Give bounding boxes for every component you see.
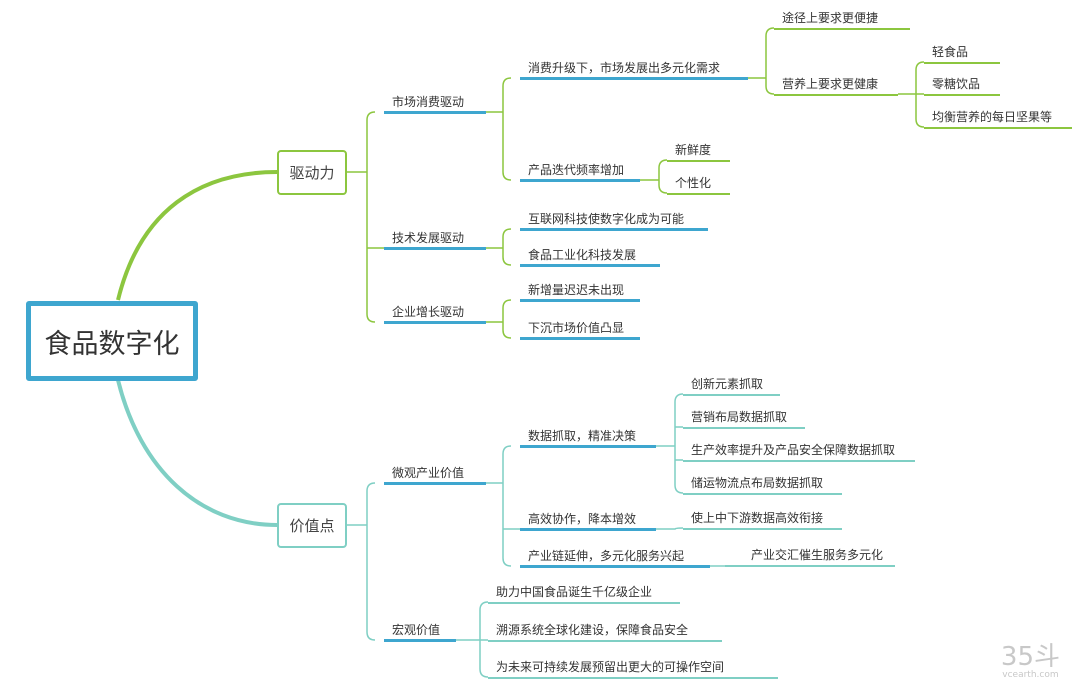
watermark: 35斗 vcearth.com (1001, 644, 1060, 680)
node-tech-drive[interactable]: 技术发展驱动 (384, 230, 486, 250)
node-enterprise-drive[interactable]: 企业增长驱动 (384, 304, 486, 324)
node-logistics-capture[interactable]: 储运物流点布局数据抓取 (683, 475, 842, 495)
node-traceability[interactable]: 溯源系统全球化建设，保障食品安全 (488, 622, 722, 642)
node-drive[interactable]: 驱动力 (277, 150, 347, 195)
node-value[interactable]: 价值点 (277, 503, 347, 548)
node-nuts[interactable]: 均衡营养的每日坚果等 (924, 109, 1072, 129)
node-healthy[interactable]: 营养上要求更健康 (774, 76, 898, 96)
node-food-industrial[interactable]: 食品工业化科技发展 (520, 247, 660, 267)
node-sugar-free[interactable]: 零糖饮品 (924, 76, 1000, 96)
node-iteration[interactable]: 产品迭代频率增加 (520, 162, 640, 182)
root-to-drive-curve (116, 170, 278, 301)
node-micro-value[interactable]: 微观产业价值 (384, 465, 486, 485)
node-personalization[interactable]: 个性化 (667, 175, 730, 195)
node-internet-tech[interactable]: 互联网科技使数字化成为可能 (520, 211, 708, 231)
node-marketing-capture[interactable]: 营销布局数据抓取 (683, 409, 805, 429)
node-macro-value[interactable]: 宏观价值 (384, 622, 456, 642)
node-freshness[interactable]: 新鲜度 (667, 142, 730, 162)
node-service-diversify[interactable]: 产业交汇催生服务多元化 (725, 547, 895, 567)
node-production-capture[interactable]: 生产效率提升及产品安全保障数据抓取 (683, 442, 915, 462)
root-node[interactable]: 食品数字化 (26, 301, 198, 381)
node-light-food[interactable]: 轻食品 (924, 44, 1000, 64)
node-collaboration[interactable]: 高效协作，降本增效 (520, 511, 656, 531)
node-innovation-capture[interactable]: 创新元素抓取 (683, 376, 780, 396)
node-chain-extension[interactable]: 产业链延伸，多元化服务兴起 (520, 548, 710, 568)
node-billion-enterprise[interactable]: 助力中国食品诞生千亿级企业 (488, 584, 680, 604)
watermark-site: vcearth.com (1002, 670, 1059, 680)
node-market-drive[interactable]: 市场消费驱动 (384, 94, 486, 114)
node-convenient[interactable]: 途径上要求更便捷 (774, 10, 910, 30)
watermark-logo: 35斗 (1000, 642, 1060, 672)
node-sinking-market[interactable]: 下沉市场价值凸显 (520, 320, 640, 340)
node-consumption-upgrade[interactable]: 消费升级下，市场发展出多元化需求 (520, 60, 748, 80)
root-to-value-curve (116, 379, 278, 527)
node-upstream-downstream[interactable]: 使上中下游数据高效衔接 (683, 510, 842, 530)
node-new-increment[interactable]: 新增量迟迟未出现 (520, 282, 640, 302)
node-data-capture[interactable]: 数据抓取，精准决策 (520, 428, 656, 448)
node-sustainable[interactable]: 为未来可持续发展预留出更大的可操作空间 (488, 659, 778, 679)
